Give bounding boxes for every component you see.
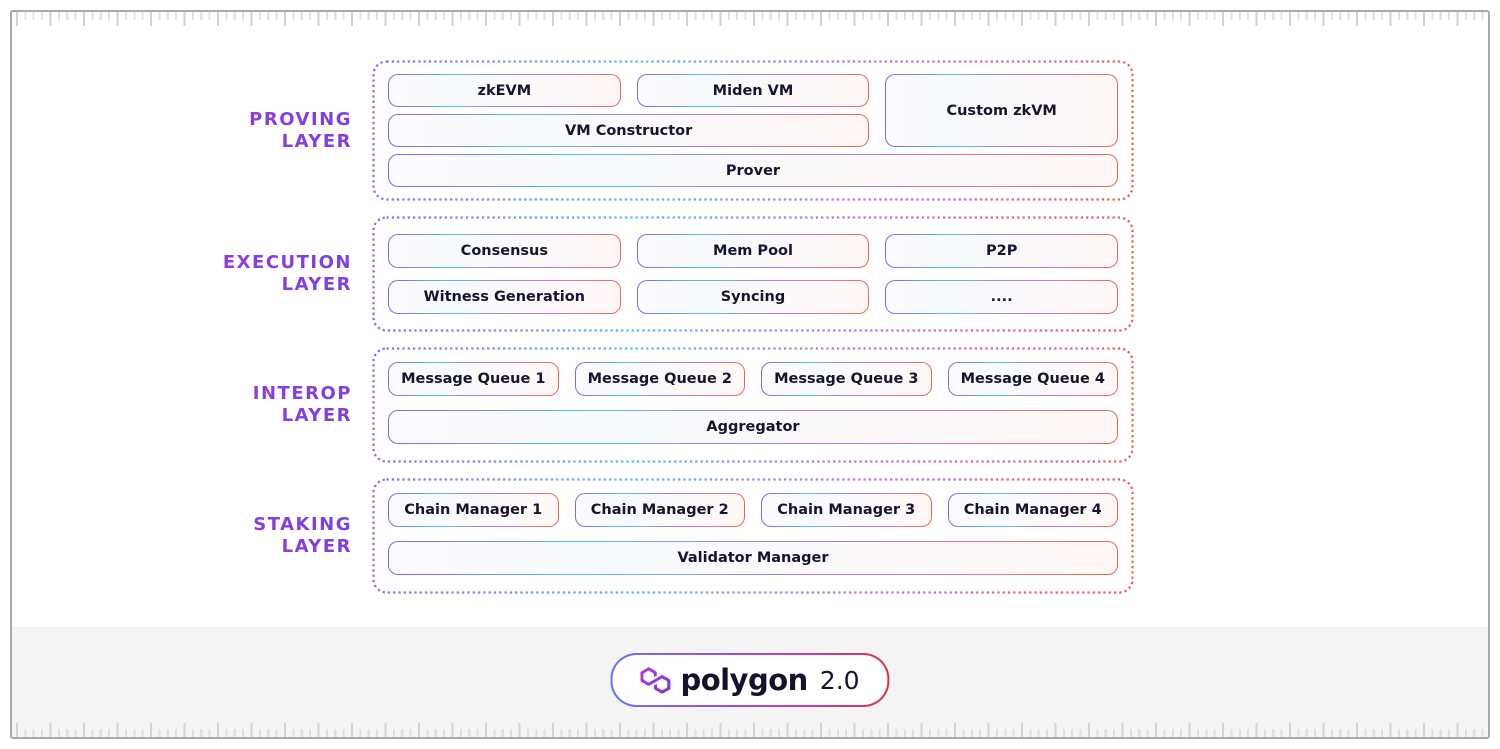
staking-layer-container: Chain Manager 1 Chain Manager 2 Chain Ma… xyxy=(372,478,1134,594)
component-box-prover: Prover xyxy=(388,154,1118,187)
layer-label-line: LAYER xyxy=(281,274,352,295)
layer-label-line: PROVING xyxy=(249,108,352,130)
component-box-p2p: P2P xyxy=(885,234,1118,268)
proving-layer-row: PROVING LAYER zkEVM Miden VM Custom zkVM… xyxy=(12,60,1134,201)
interop-layer-container: Message Queue 1 Message Queue 2 Message … xyxy=(372,347,1134,463)
layer-label-line: EXECUTION xyxy=(222,252,352,273)
dashed-border xyxy=(372,60,1134,201)
staking-layer-row: STAKING LAYER Chain Manager 1 Chain Mana… xyxy=(12,478,1134,594)
layer-label-line: LAYER xyxy=(281,536,352,557)
polygon-hexagons-icon xyxy=(640,666,671,694)
proving-layer-container: zkEVM Miden VM Custom zkVM VM Constructo… xyxy=(372,60,1134,201)
execution-layer-row: EXECUTION LAYER Consensus Mem Pool P2P W… xyxy=(12,216,1134,332)
layer-label-line: LAYER xyxy=(281,405,352,426)
proving-layer-label: PROVING LAYER xyxy=(12,109,352,153)
staking-layer-label: STAKING LAYER xyxy=(12,514,352,558)
component-box-chain-manager-4: Chain Manager 4 xyxy=(948,493,1119,527)
outer-frame: PROVING LAYER zkEVM Miden VM Custom zkVM… xyxy=(10,10,1490,739)
component-box-message-queue-1: Message Queue 1 xyxy=(388,362,559,396)
component-box-message-queue-3: Message Queue 3 xyxy=(761,362,932,396)
layer-label-line: LAYER xyxy=(281,130,352,152)
component-box-custom-zkvm: Custom zkVM xyxy=(885,74,1118,147)
layer-label-line: STAKING xyxy=(253,514,352,535)
polygon-wordmark: polygon xyxy=(680,663,808,697)
component-box-message-queue-2: Message Queue 2 xyxy=(575,362,746,396)
component-box-zkevm: zkEVM xyxy=(388,74,621,107)
dashed-border xyxy=(372,478,1134,594)
execution-layer-label: EXECUTION LAYER xyxy=(12,252,352,296)
component-box-vm-constructor: VM Constructor xyxy=(388,114,869,147)
layer-label-line: INTEROP xyxy=(252,383,352,404)
component-box-chain-manager-2: Chain Manager 2 xyxy=(575,493,746,527)
interop-layer-label: INTEROP LAYER xyxy=(12,383,352,427)
interop-layer-row: INTEROP LAYER Message Queue 1 Message Qu… xyxy=(12,347,1134,463)
component-box-ellipsis: .... xyxy=(885,280,1118,314)
polygon-version: 2.0 xyxy=(819,665,860,695)
component-box-chain-manager-3: Chain Manager 3 xyxy=(761,493,932,527)
polygon-logo-badge: polygon 2.0 xyxy=(610,653,889,707)
component-box-miden-vm: Miden VM xyxy=(637,74,870,107)
execution-layer-container: Consensus Mem Pool P2P Witness Generatio… xyxy=(372,216,1134,332)
component-box-witness-generation: Witness Generation xyxy=(388,280,621,314)
component-box-chain-manager-1: Chain Manager 1 xyxy=(388,493,559,527)
component-box-aggregator: Aggregator xyxy=(388,410,1118,444)
component-box-syncing: Syncing xyxy=(637,280,870,314)
dashed-border xyxy=(372,216,1134,332)
component-box-consensus: Consensus xyxy=(388,234,621,268)
dashed-border xyxy=(372,347,1134,463)
component-box-message-queue-4: Message Queue 4 xyxy=(948,362,1119,396)
ruler-top xyxy=(13,12,1487,28)
component-box-mem-pool: Mem Pool xyxy=(637,234,870,268)
component-box-validator-manager: Validator Manager xyxy=(388,541,1118,575)
